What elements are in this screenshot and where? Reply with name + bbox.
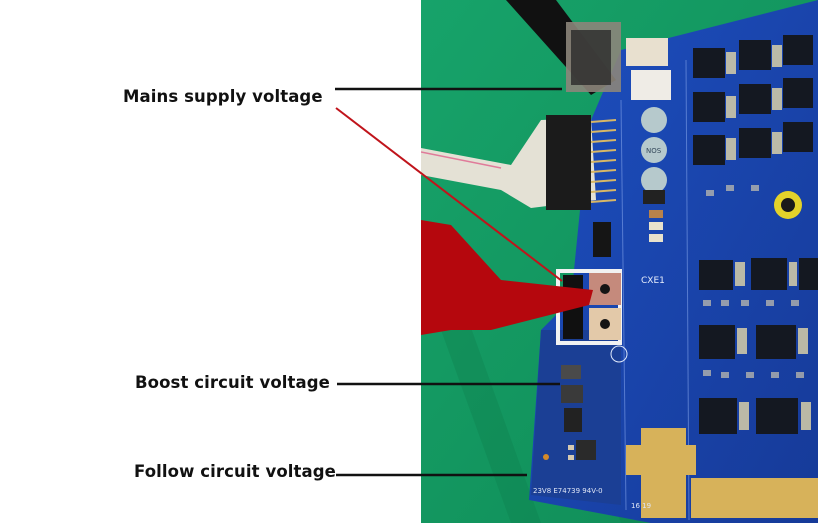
cap-marking: NOS <box>646 147 662 155</box>
label-boost-circuit-voltage: Boost circuit voltage <box>135 373 330 392</box>
cert-marking: CXE1 <box>641 276 665 286</box>
label-mains-supply-voltage: Mains supply voltage <box>123 87 323 106</box>
label-follow-circuit-voltage: Follow circuit voltage <box>134 462 336 481</box>
pcb-photo: NOS CXE1 23V8 <box>421 0 818 523</box>
header-connector <box>546 115 591 210</box>
chip-grid-top <box>693 35 813 165</box>
chip-grid-bottom <box>699 258 818 434</box>
bottom-date: 16 19 <box>631 502 651 510</box>
capacitors <box>641 107 667 204</box>
bottom-code: 23V8 E74739 94V-0 <box>533 487 603 495</box>
gold-pads <box>626 428 818 518</box>
